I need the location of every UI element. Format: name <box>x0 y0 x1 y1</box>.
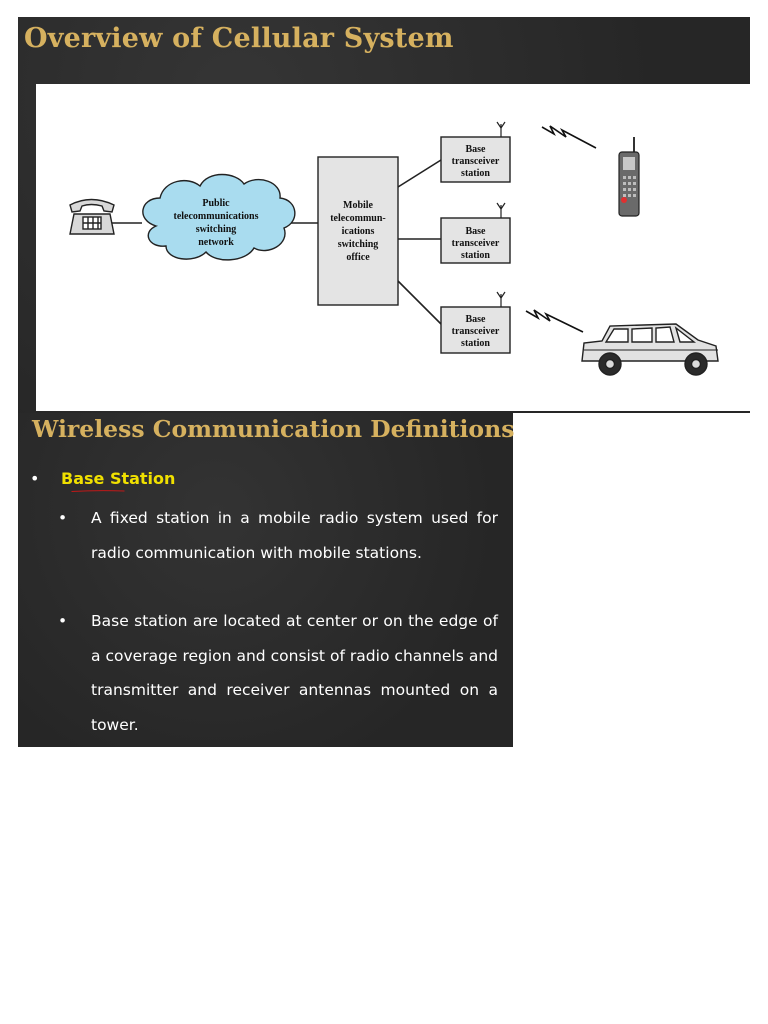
telecom-network-cloud <box>142 173 296 261</box>
mtso-label-line-1: Mobile <box>343 200 374 211</box>
bts-2-line-1: Base <box>466 226 487 237</box>
mtso-label: Mobile telecommun- ications switching of… <box>330 200 386 263</box>
bts-box-1 <box>440 136 511 183</box>
telephone-icon <box>69 198 115 235</box>
antenna-icon <box>496 202 506 218</box>
cloud-label-line-3: switching <box>196 224 237 235</box>
slide-title: Wireless Communication Definitions <box>32 415 515 443</box>
bullet-dot: • <box>58 612 68 630</box>
cloud-label: Public telecommunications switching netw… <box>174 198 259 248</box>
bts-3-line-1: Base <box>466 314 487 325</box>
cloud-label-line-2: telecommunications <box>174 211 259 222</box>
radio-wave-icon <box>525 309 584 333</box>
slide-wireless-definitions: Wireless Communication Definitions • Bas… <box>18 413 515 747</box>
car-icon <box>581 323 719 376</box>
definition-bullet-2: • Base station are located at center or … <box>58 604 498 742</box>
slide-title: Overview of Cellular System <box>24 23 454 54</box>
bullet-dot: • <box>58 509 68 527</box>
bts-2-line-2: transceiver <box>452 238 500 249</box>
bts-1-line-2: transceiver <box>452 156 500 167</box>
bts-box-2 <box>440 217 511 264</box>
definition-text-1: A fixed station in a mobile radio system… <box>91 509 498 562</box>
mtso-label-line-3: ications <box>342 226 375 237</box>
antenna-icon <box>496 291 506 307</box>
link-mtso-bts3 <box>397 280 442 325</box>
bts-3-line-2: transceiver <box>452 326 500 337</box>
mtso-label-line-4: switching <box>338 239 379 250</box>
mtso-label-line-5: office <box>346 252 370 263</box>
mtso-box <box>317 156 399 306</box>
bts-1-line-1: Base <box>466 144 487 155</box>
bts-label-3: Base transceiver station <box>452 314 500 349</box>
bts-2-line-3: station <box>461 250 490 261</box>
bts-3-line-3: station <box>461 338 490 349</box>
definition-bullet-1: • A fixed station in a mobile radio syst… <box>58 501 498 570</box>
term-base-station: Base Station <box>61 469 176 488</box>
bts-box-3 <box>440 306 511 354</box>
bullet-dot: • <box>30 469 40 488</box>
cellular-diagram: Public telecommunications switching netw… <box>36 84 750 411</box>
bts-label-1: Base transceiver station <box>452 144 500 179</box>
definition-text-2: Base station are located at center or on… <box>91 612 498 734</box>
mobile-phone-icon <box>618 137 640 217</box>
slide-cellular-overview: Overview of Cellular System Public <box>18 17 750 413</box>
link-mtso-bts1 <box>397 159 442 188</box>
cloud-label-line-1: Public <box>202 198 230 209</box>
antenna-icon <box>496 121 506 137</box>
term-underline <box>71 490 125 492</box>
bts-label-2: Base transceiver station <box>452 226 500 261</box>
mtso-label-line-2: telecommun- <box>330 213 386 224</box>
bts-1-line-3: station <box>461 168 490 179</box>
radio-wave-icon <box>541 125 597 149</box>
cloud-label-line-4: network <box>198 237 234 248</box>
